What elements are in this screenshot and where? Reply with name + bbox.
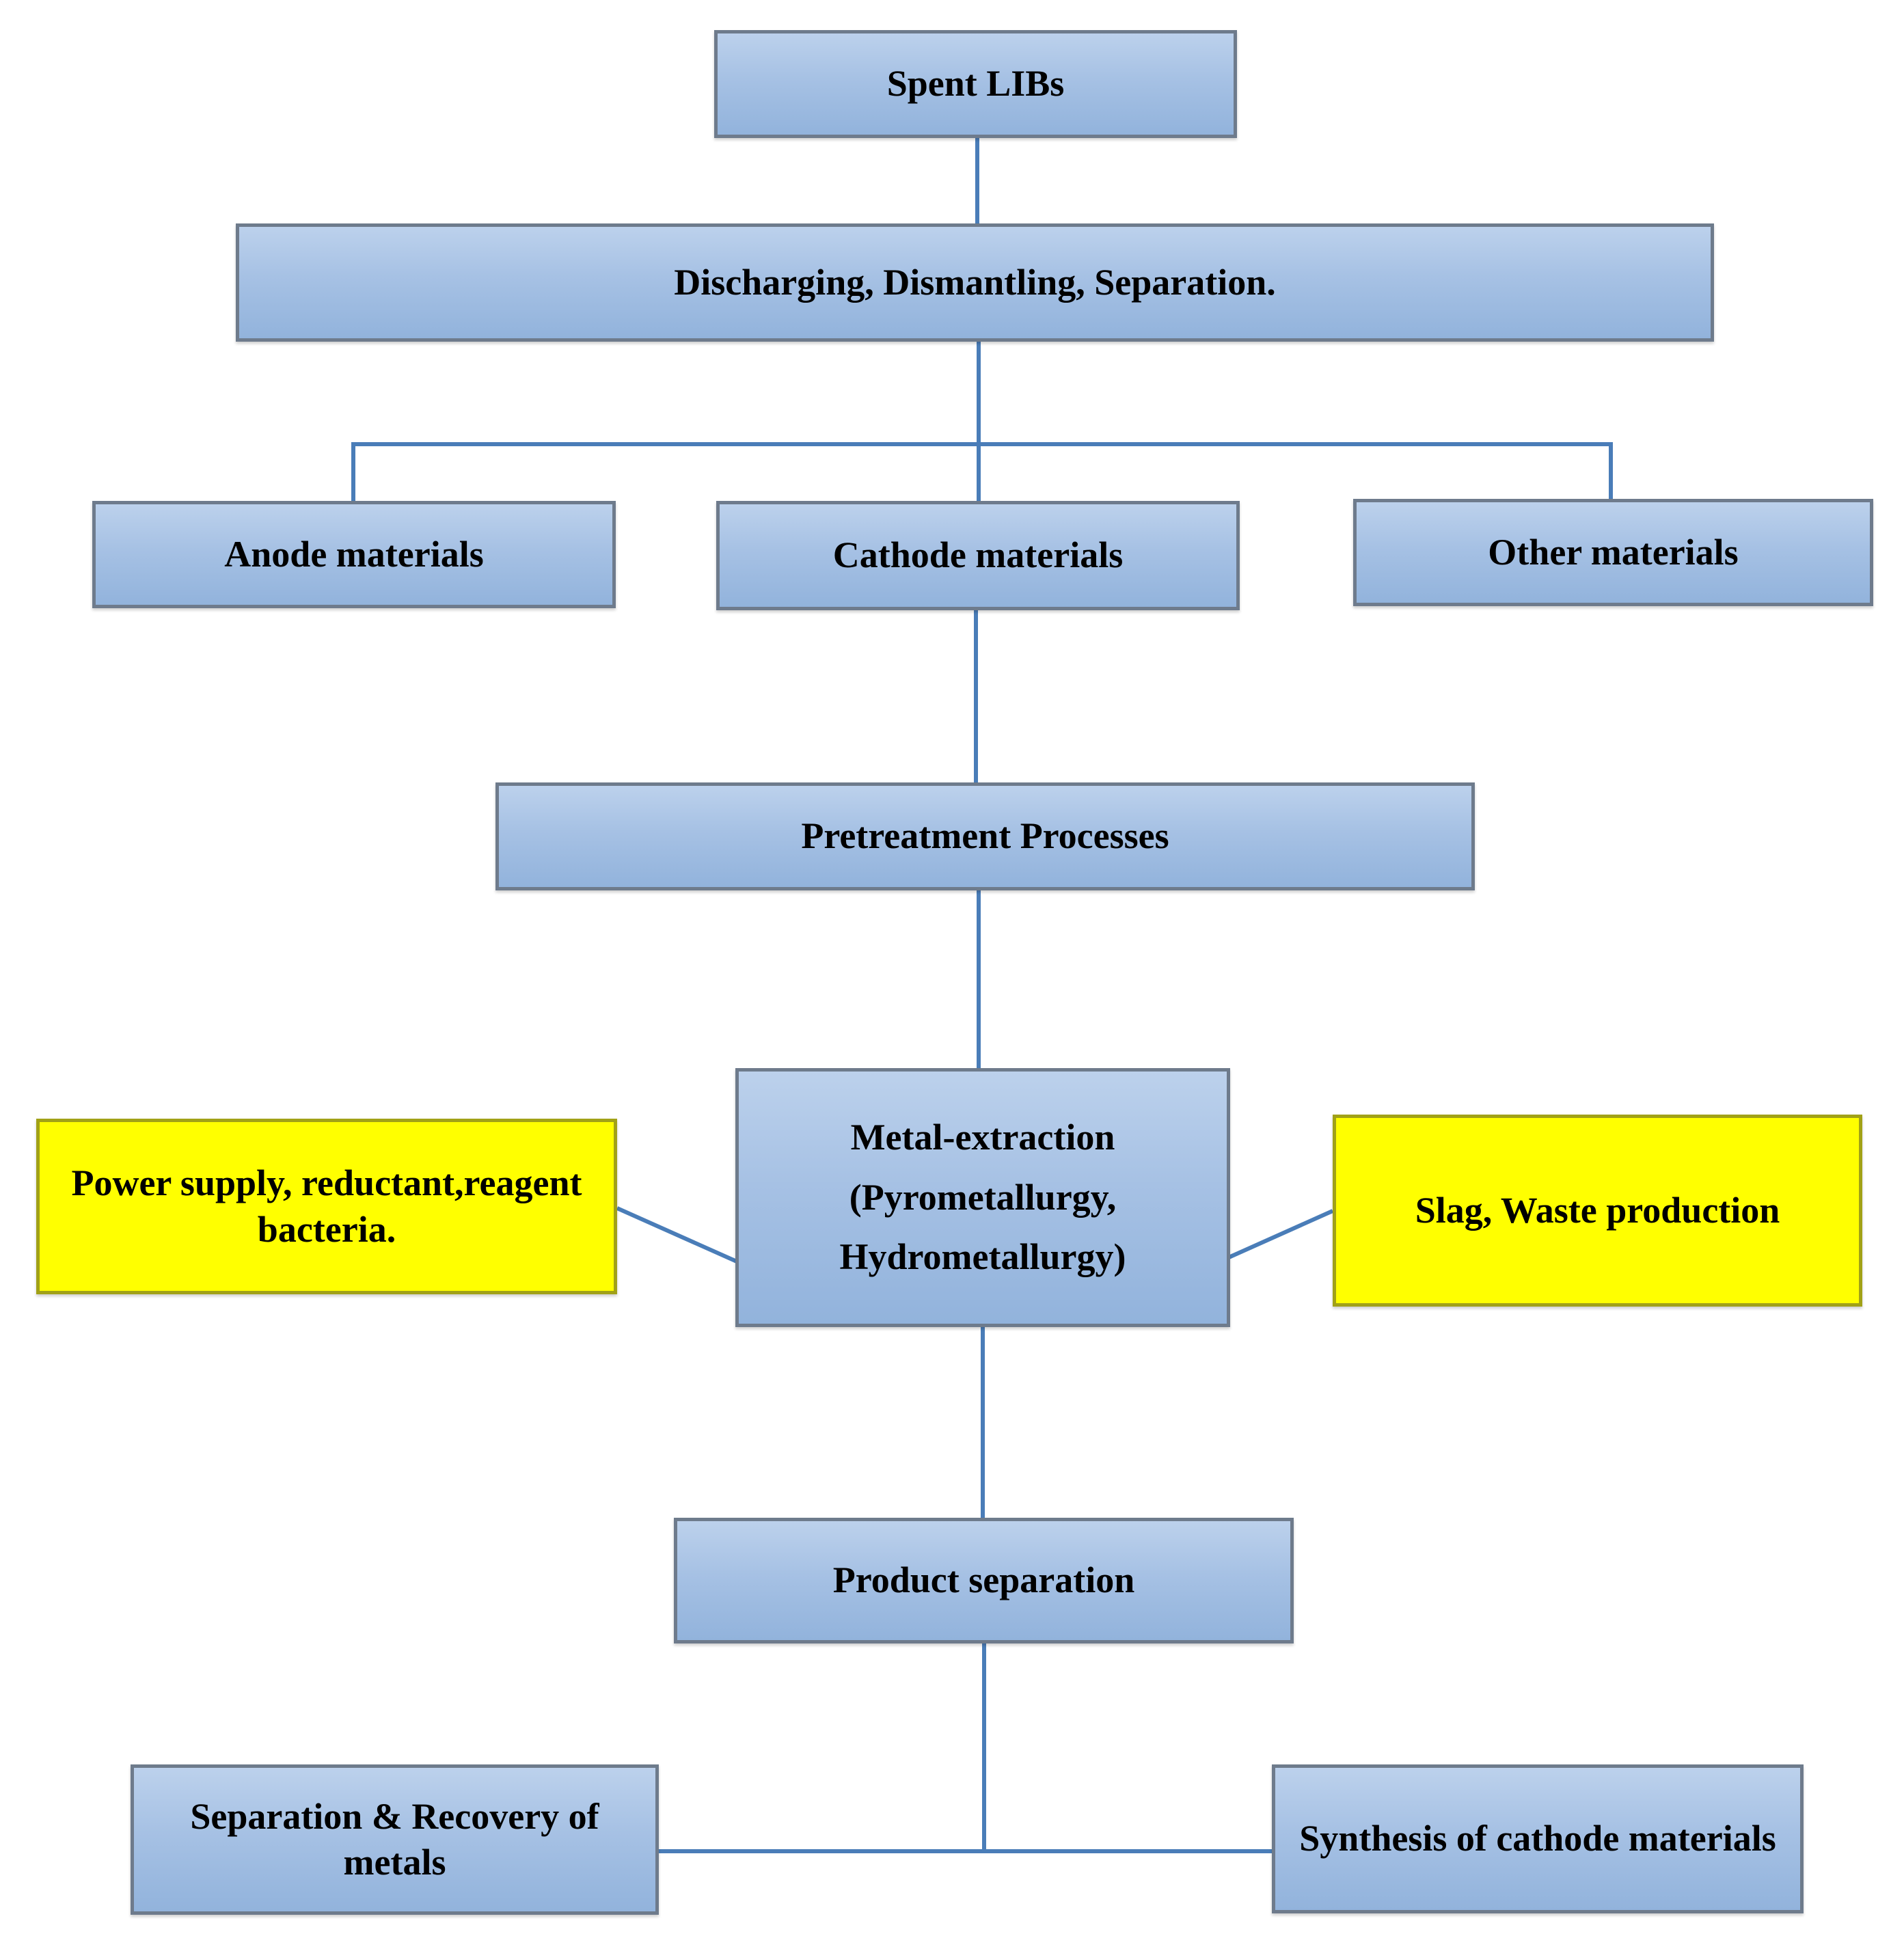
node-other-materials: Other materials bbox=[1353, 499, 1873, 606]
node-label: Slag, Waste production bbox=[1415, 1189, 1780, 1231]
node-label-line1: Power supply, reductant,reagent bbox=[71, 1162, 582, 1203]
node-power-supply-reductant-reagent-bacteria: Power supply, reductant,reagent bacteria… bbox=[36, 1119, 617, 1294]
node-label: Cathode materials bbox=[832, 534, 1124, 576]
connector-metal-to-slag-diagonal bbox=[1227, 1209, 1334, 1259]
node-product-separation: Product separation bbox=[674, 1518, 1294, 1643]
node-label-line2: (Pyrometallurgy, bbox=[849, 1176, 1117, 1218]
node-slag-waste-production: Slag, Waste production bbox=[1333, 1115, 1862, 1307]
node-label: Pretreatment Processes bbox=[801, 815, 1169, 857]
node-label: Synthesis of cathode materials bbox=[1299, 1818, 1776, 1859]
node-label-line2: bacteria. bbox=[257, 1208, 396, 1250]
node-label-line1: Separation & Recovery of bbox=[190, 1795, 599, 1837]
connector-power-to-metal-diagonal bbox=[616, 1206, 738, 1264]
node-label: Spent LIBs bbox=[886, 63, 1065, 105]
node-label: Product separation bbox=[832, 1559, 1135, 1601]
node-synthesis-of-cathode-materials: Synthesis of cathode materials bbox=[1272, 1764, 1804, 1913]
node-pretreatment-processes: Pretreatment Processes bbox=[495, 782, 1475, 890]
node-label: Anode materials bbox=[224, 533, 484, 575]
node-cathode-materials: Cathode materials bbox=[716, 501, 1240, 610]
node-separation-recovery-of-metals: Separation & Recovery of metals bbox=[131, 1764, 659, 1915]
node-label-line3: Hydrometallurgy) bbox=[839, 1236, 1126, 1278]
node-label: Discharging, Dismantling, Separation. bbox=[674, 261, 1276, 303]
node-label-line2: metals bbox=[343, 1842, 446, 1883]
node-discharging-dismantling-separation: Discharging, Dismantling, Separation. bbox=[236, 223, 1714, 342]
node-label-line1: Metal-extraction bbox=[850, 1117, 1115, 1158]
node-metal-extraction: Metal-extraction (Pyrometallurgy, Hydrom… bbox=[735, 1068, 1230, 1327]
node-anode-materials: Anode materials bbox=[92, 501, 616, 608]
node-spent-libs: Spent LIBs bbox=[714, 30, 1237, 138]
node-label: Other materials bbox=[1488, 531, 1739, 573]
